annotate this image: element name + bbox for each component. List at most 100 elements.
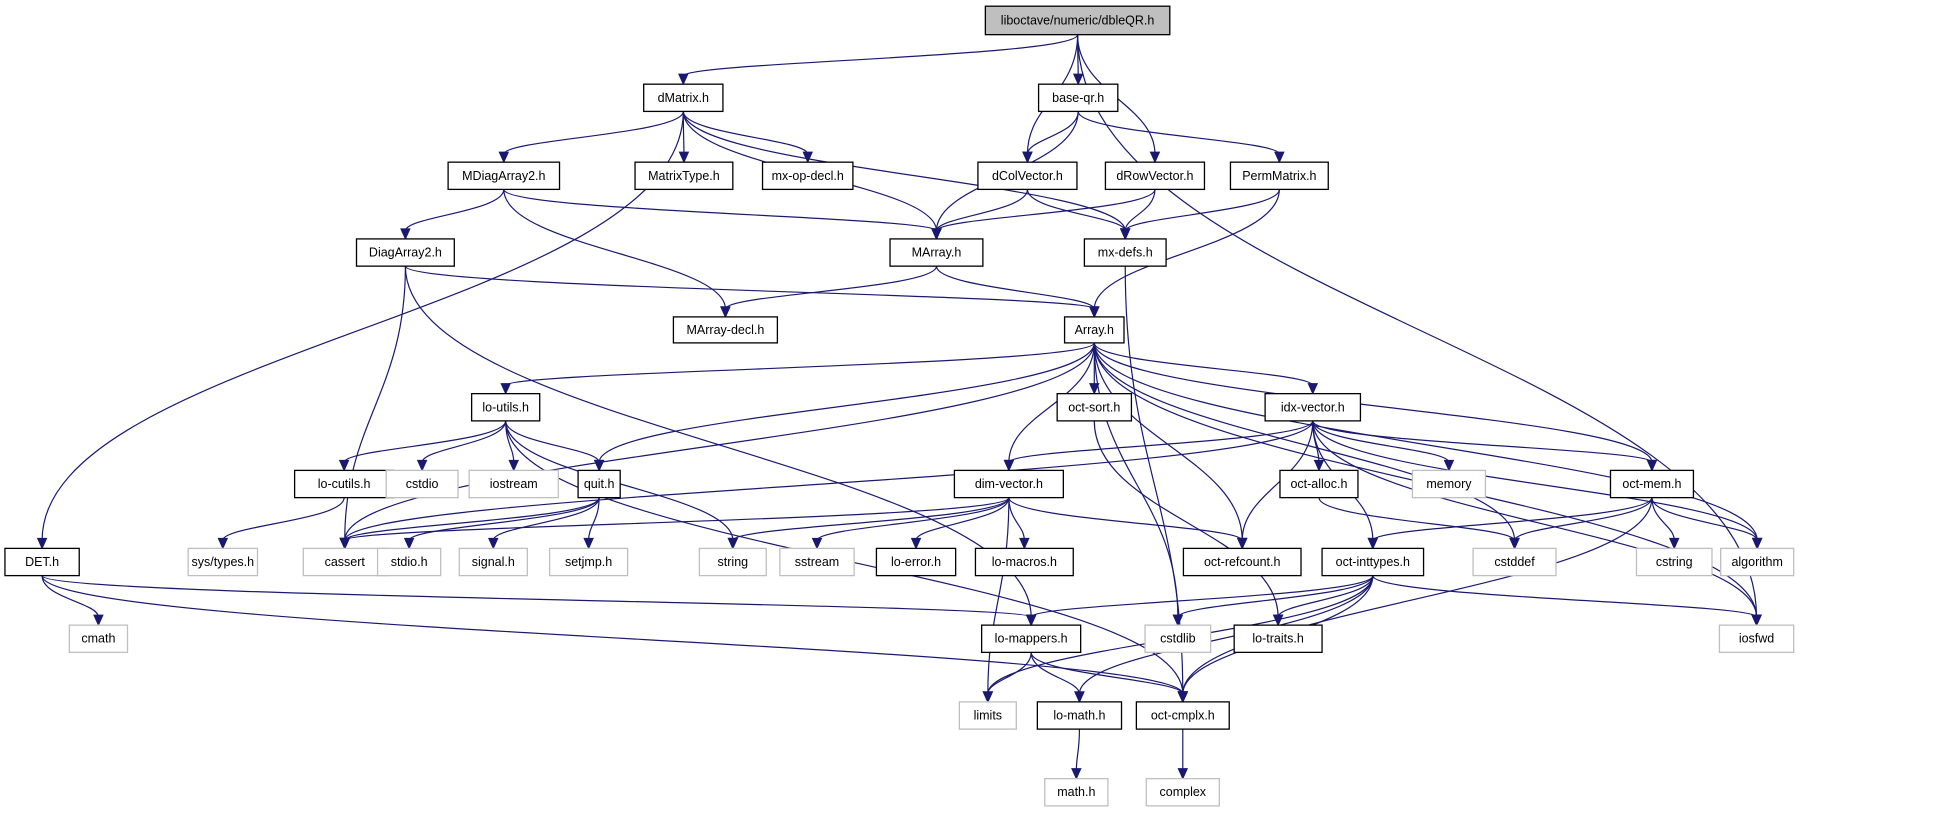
node-setjmp: setjmp.h (548, 547, 629, 577)
node-label: DiagArray2.h (369, 246, 442, 260)
node-PermMatrix[interactable]: PermMatrix.h (1229, 161, 1329, 191)
node-signal: signal.h (458, 547, 528, 577)
node-dimvector[interactable]: dim-vector.h (953, 469, 1064, 499)
arrowhead-icon (1172, 614, 1184, 627)
node-string: string (698, 547, 767, 577)
node-lomath[interactable]: lo-math.h (1036, 701, 1123, 730)
node-label: MDiagArray2.h (462, 169, 545, 183)
node-lomappers[interactable]: lo-mappers.h (980, 624, 1082, 654)
node-idxvector[interactable]: idx-vector.h (1264, 392, 1362, 422)
node-stdio: stdio.h (376, 547, 442, 577)
arrowhead-icon (1307, 383, 1319, 395)
node-cstdio: cstdio (385, 469, 459, 499)
edge-DET-to-cmath (41, 575, 100, 618)
edge-lomappers-to-lomath (1030, 652, 1081, 695)
node-cassert: cassert (302, 547, 387, 577)
node-label: dMatrix.h (658, 91, 709, 105)
edge-PermMatrix-to-mxdefs (1124, 189, 1280, 232)
edge-octmem-to-octcmplx (1182, 497, 1653, 694)
node-lomacros[interactable]: lo-macros.h (974, 547, 1074, 577)
node-label: oct-cmplx.h (1151, 708, 1215, 722)
edge-dMatrix-to-mxopdecl (682, 111, 809, 155)
node-dRowVector[interactable]: dRowVector.h (1104, 161, 1206, 191)
node-lotraits[interactable]: lo-traits.h (1233, 624, 1323, 654)
edge-loutils-to-cstdio (421, 420, 507, 463)
arrowhead-icon (811, 537, 823, 550)
node-sstream: sstream (779, 547, 855, 577)
edge-dimvector-to-string (732, 497, 1010, 541)
node-label: signal.h (472, 555, 515, 569)
node-octalloc[interactable]: oct-alloc.h (1279, 469, 1359, 499)
node-label: liboctave/numeric/dbleQR.h (1001, 13, 1155, 27)
node-iosfwd: iosfwd (1718, 624, 1795, 654)
node-DiagArray2[interactable]: DiagArray2.h (355, 238, 455, 267)
arrowhead-icon (982, 691, 994, 704)
node-MArraydecl[interactable]: MArray-decl.h (672, 316, 779, 344)
node-mxopdecl[interactable]: mx-op-decl.h (761, 161, 854, 191)
arrowhead-icon (488, 537, 499, 550)
edge-Array-to-quit (598, 342, 1095, 463)
node-loerror[interactable]: lo-error.h (875, 547, 957, 577)
arrowhead-icon (1646, 459, 1658, 472)
edge-octinttypes-to-cstdlib (1177, 575, 1374, 618)
node-dMatrix[interactable]: dMatrix.h (643, 83, 724, 113)
arrowhead-icon (36, 537, 48, 550)
node-octrefcount[interactable]: oct-refcount.h (1182, 547, 1302, 577)
node-locutils[interactable]: lo-cutils.h (293, 469, 395, 499)
node-root[interactable]: liboctave/numeric/dbleQR.h (984, 5, 1171, 36)
node-label: base-qr.h (1052, 91, 1104, 105)
node-iostream: iostream (468, 469, 559, 499)
node-label: cassert (325, 555, 366, 569)
node-label: cstddef (1494, 555, 1535, 569)
node-dColVector[interactable]: dColVector.h (977, 161, 1078, 191)
arrowhead-icon (93, 614, 104, 627)
arrowhead-icon (1751, 614, 1762, 627)
node-mxdefs[interactable]: mx-defs.h (1083, 238, 1167, 267)
node-octmem[interactable]: oct-mem.h (1609, 469, 1695, 499)
node-box (447, 161, 561, 191)
node-baseqr[interactable]: base-qr.h (1037, 83, 1119, 113)
node-octinttypes[interactable]: oct-inttypes.h (1321, 547, 1425, 577)
arrowhead-icon (1089, 306, 1100, 319)
node-complex: complex (1145, 777, 1220, 807)
arrowhead-icon (1443, 459, 1455, 472)
edge-octinttypes-to-lomappers (1030, 575, 1374, 618)
edge-dimvector-to-sstream (816, 497, 1010, 541)
node-MArray[interactable]: MArray.h (889, 238, 984, 267)
node-Array[interactable]: Array.h (1063, 316, 1125, 344)
node-box (1229, 161, 1329, 191)
nodes-layer: liboctave/numeric/dbleQR.h dMatrix.h base-… (4, 5, 1795, 807)
arrowhead-icon (583, 537, 594, 550)
edge-Array-to-cstdlib (1093, 342, 1179, 618)
edge-quit-to-stdio (408, 497, 600, 541)
node-quit[interactable]: quit.h (577, 469, 621, 499)
node-label: lo-traits.h (1252, 632, 1303, 646)
node-octsort[interactable]: oct-sort.h (1056, 392, 1133, 422)
node-label: quit.h (584, 477, 615, 491)
node-label: idx-vector.h (1281, 400, 1345, 414)
node-cstdlib: cstdlib (1144, 624, 1212, 654)
node-box (779, 547, 855, 577)
node-octcmplx[interactable]: oct-cmplx.h (1135, 701, 1230, 730)
edge-dColVector-to-MArray (935, 189, 1029, 232)
edge-idxvector-to-octrefcount (1241, 420, 1314, 541)
node-box (4, 547, 80, 577)
node-box (355, 238, 455, 267)
node-label: lo-error.h (891, 555, 941, 569)
node-label: stdio.h (391, 555, 428, 569)
arrowhead-icon (727, 537, 739, 550)
node-box (1036, 701, 1123, 730)
node-DET[interactable]: DET.h (4, 547, 80, 577)
edge-lomath-to-mathh (1075, 729, 1081, 771)
node-MDiagArray2[interactable]: MDiagArray2.h (447, 161, 561, 191)
edge-dimvector-to-limits (987, 497, 1010, 694)
node-label: mx-defs.h (1098, 246, 1153, 260)
edge-locutils-to-systypes (222, 497, 345, 541)
node-loutils[interactable]: lo-utils.h (470, 392, 541, 422)
node-cstddef: cstddef (1472, 547, 1557, 577)
edge-Array-to-cassert (344, 342, 1095, 541)
arrowhead-icon (1177, 768, 1189, 780)
node-MatrixType[interactable]: MatrixType.h (634, 161, 734, 191)
edge-MDiagArray2-to-MArray (503, 188, 938, 232)
node-cmath: cmath (68, 624, 129, 654)
